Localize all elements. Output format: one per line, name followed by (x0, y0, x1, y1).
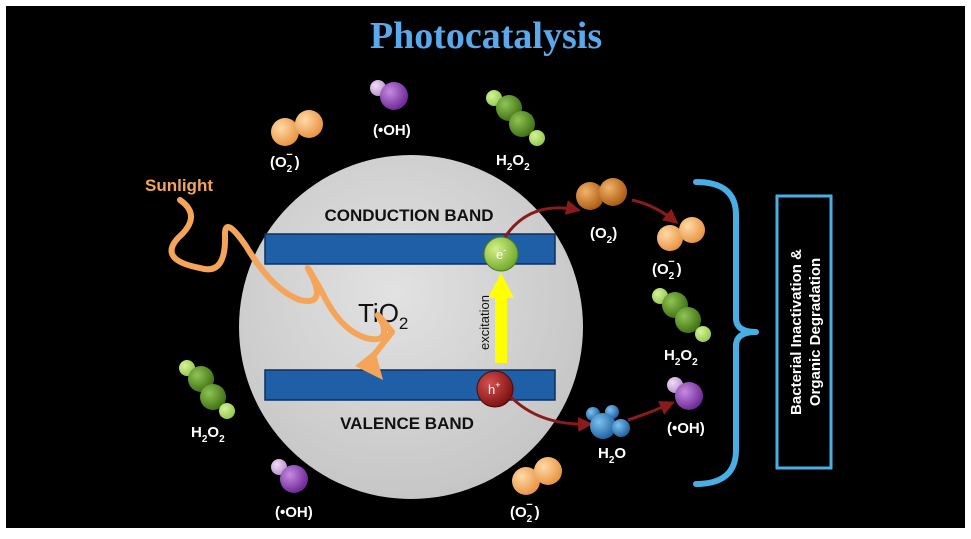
outcome-line-2: Organic Degradation (807, 258, 824, 406)
sunlight-wave (168, 197, 395, 363)
peroxide-label: H2O2 (664, 347, 698, 368)
outcome-line-1: Bacterial Inactivation & (788, 249, 805, 415)
excitation-label: excitation (477, 295, 492, 350)
conduction-band-label: CONDUCTION BAND (324, 206, 493, 225)
hole-label: h+ (488, 380, 501, 397)
hydroxyl-label: (•OH) (667, 420, 705, 437)
hydroxyl-molecule (667, 377, 703, 410)
peroxide-molecule (179, 360, 235, 419)
hydroxyl-molecule (271, 459, 308, 493)
peroxide-molecule (486, 90, 545, 146)
hydroxyl-molecule (370, 80, 408, 110)
oxygen-label: (O2) (590, 225, 617, 246)
water-label: H2O (598, 445, 626, 466)
water-to-hydroxyl-arrow (627, 401, 675, 422)
page-title: Photocatalysis (370, 15, 602, 57)
hole-to-water-arrow (509, 395, 593, 432)
oxygen-to-superoxide-arrow (631, 198, 679, 224)
electron-to-oxygen-arrow (503, 200, 581, 238)
water-molecule (586, 405, 630, 439)
peroxide-label: H2O2 (191, 424, 225, 445)
superoxide-molecule (657, 217, 705, 251)
hole (476, 370, 514, 408)
hydroxyl-label: (•OH) (275, 504, 313, 521)
outcome-box (775, 194, 833, 470)
superoxide-label: (O2−) (652, 256, 682, 282)
excitation-shaft (495, 295, 507, 363)
peroxide-molecule (652, 288, 711, 342)
sunlight-arrowhead (355, 350, 383, 380)
superoxide-label: (O2−) (510, 499, 540, 525)
excitation-arrowhead (488, 273, 514, 298)
superoxide-molecule (271, 110, 323, 146)
electron-label: e- (496, 245, 506, 262)
oxygen-molecule (576, 178, 627, 210)
superoxide-label: (O2−) (270, 149, 300, 175)
hydroxyl-label: (•OH) (373, 122, 411, 139)
outcome-bracket (693, 179, 759, 487)
electron (483, 236, 519, 272)
sunlight-label: Sunlight (145, 176, 213, 195)
peroxide-label: H2O2 (496, 152, 530, 173)
valence-band-label: VALENCE BAND (340, 414, 474, 433)
superoxide-molecule (512, 457, 562, 495)
